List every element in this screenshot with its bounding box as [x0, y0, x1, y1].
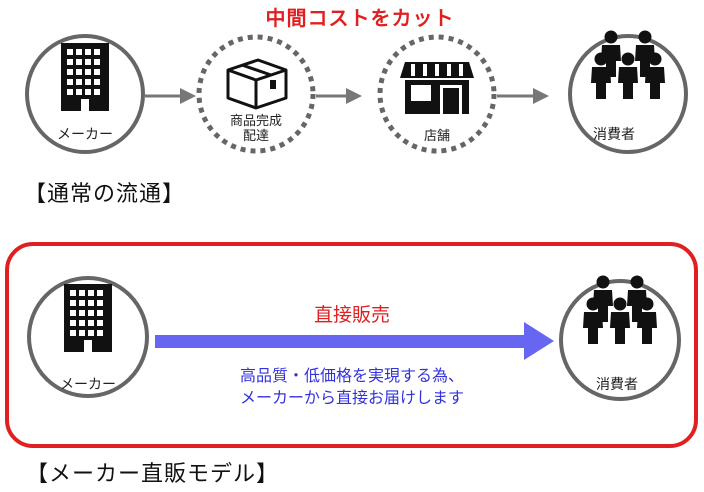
cut-cost-banner: 中間コストをカット [265, 6, 455, 30]
box-icon [226, 58, 288, 110]
delivery-label-line2: 配達 [242, 129, 270, 144]
arrow-right-icon [316, 88, 362, 104]
direct-model-frame [5, 242, 698, 448]
direct-manufacturer-circle [27, 276, 149, 398]
direct-model-title: 【メーカー直販モデル】 [26, 462, 280, 487]
building-icon [64, 284, 112, 352]
direct-consumer-label: 消費者 [596, 377, 638, 393]
arrow-right-icon [145, 88, 196, 104]
store-circle [377, 34, 497, 154]
direct-manufacturer-label: メーカー [60, 377, 116, 393]
direct-sales-arrow [155, 322, 554, 360]
delivery-circle [196, 34, 316, 154]
delivery-label-line1: 商品完成 [229, 114, 283, 129]
delivery-label: 商品完成 配達 [230, 114, 282, 144]
normal-consumer-circle [568, 31, 688, 154]
normal-consumer-label: 消費者 [593, 127, 635, 143]
direct-consumer-circle [559, 276, 681, 401]
normal-manufacturer-circle [25, 34, 145, 154]
direct-desc-line1: 高品質・低価格を実現する為、 [239, 366, 465, 385]
storefront-icon [400, 62, 474, 114]
arrow-right-icon [497, 88, 549, 104]
building-icon [61, 43, 109, 111]
normal-flow-title: 【通常の流通】 [24, 182, 186, 207]
direct-desc-line2: メーカーから直接お届けします [239, 388, 465, 407]
direct-sales-label: 直接販売 [313, 304, 391, 326]
store-label: 店舗 [423, 129, 451, 144]
normal-manufacturer-label: メーカー [57, 127, 113, 143]
